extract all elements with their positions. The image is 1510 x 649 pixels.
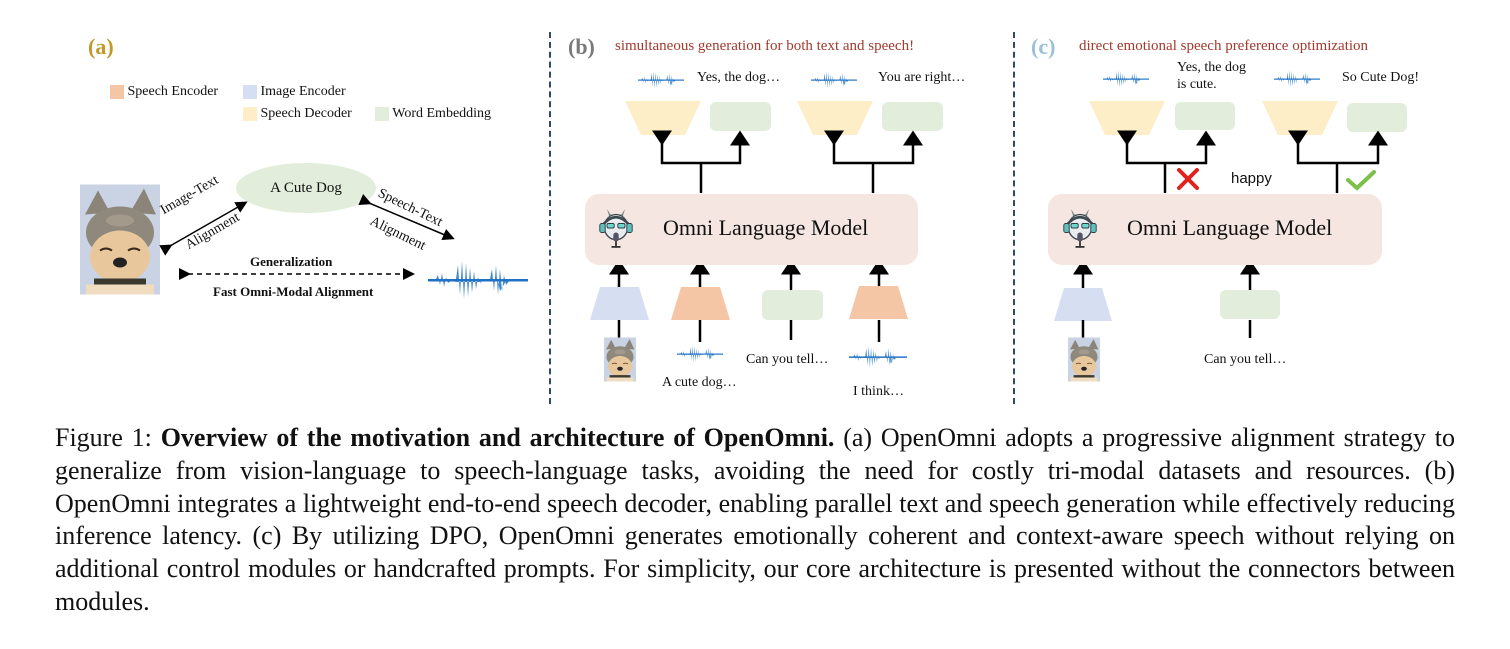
accept-check-icon bbox=[1346, 170, 1376, 191]
caption-prefix: Figure 1: bbox=[55, 423, 161, 452]
reject-x-icon bbox=[1177, 168, 1199, 190]
word-embedding-block bbox=[762, 290, 823, 320]
panel-a-arrows bbox=[159, 193, 455, 280]
caption-body: (a) OpenOmni adopts a progressive alignm… bbox=[55, 423, 1455, 616]
word-embedding-block bbox=[1175, 102, 1235, 130]
legend-swatch-speech-encoder bbox=[110, 84, 124, 99]
llama-mascot-icon bbox=[1062, 207, 1098, 250]
speech-text-arrow bbox=[358, 193, 455, 241]
word-embedding-block bbox=[1347, 103, 1407, 132]
output-waveform-icon bbox=[1274, 70, 1320, 88]
input-text-i-think: I think… bbox=[853, 384, 904, 399]
omni-language-model-block: Omni Language Model bbox=[585, 194, 918, 265]
image-encoder-block bbox=[590, 287, 649, 320]
panel-divider bbox=[549, 32, 551, 404]
panel-c-label: (c) bbox=[1031, 34, 1056, 59]
input-dog-image-icon bbox=[1068, 337, 1100, 382]
input-dog-image-icon bbox=[604, 337, 636, 382]
legend-swatch-image-encoder bbox=[243, 84, 257, 99]
legend-label: Speech Decoder bbox=[260, 106, 352, 121]
speech-decoder-block bbox=[625, 101, 701, 135]
input-waveform-icon bbox=[677, 345, 723, 363]
legend-swatch-speech-decoder bbox=[243, 106, 257, 121]
emotion-label: happy bbox=[1231, 170, 1272, 187]
panel-divider bbox=[1013, 32, 1015, 404]
panel-a-label: (a) bbox=[88, 34, 114, 59]
waveform-icon bbox=[428, 261, 528, 299]
input-text-can-you-tell: Can you tell… bbox=[1204, 352, 1287, 367]
output-waveform-icon bbox=[811, 71, 857, 89]
legend-label: Image Encoder bbox=[260, 84, 346, 99]
legend-label: Speech Encoder bbox=[127, 84, 219, 99]
image-text-arrow bbox=[159, 201, 248, 256]
panel-c-input-lines bbox=[1081, 320, 1252, 338]
output-waveform-icon bbox=[638, 71, 684, 89]
omni-language-model-block: Omni Language Model bbox=[1048, 194, 1382, 265]
llama-mascot-icon bbox=[598, 207, 634, 250]
model-label: Omni Language Model bbox=[1127, 215, 1333, 240]
panel-b-label: (b) bbox=[568, 34, 595, 59]
model-label: Omni Language Model bbox=[663, 215, 869, 240]
input-text-can-you-tell: Can you tell… bbox=[746, 352, 829, 367]
output-text-2: You are right… bbox=[878, 70, 966, 85]
legend-label: Word Embedding bbox=[392, 106, 492, 121]
legend-speech-decoder: Speech Decoder bbox=[243, 106, 352, 122]
input-text-a-cute-dog: A cute dog… bbox=[662, 375, 737, 390]
legend-image-encoder: Image Encoder bbox=[243, 84, 346, 100]
output-text-rejected-line1: Yes, the dog bbox=[1177, 60, 1246, 75]
legend-speech-encoder: Speech Encoder bbox=[110, 84, 218, 100]
panel-c-connectors bbox=[1073, 130, 1388, 290]
panel-c-title: direct emotional speech preference optim… bbox=[1079, 38, 1369, 54]
fast-omni-modal-label: Fast Omni-Modal Alignment bbox=[213, 284, 374, 299]
center-node-ellipse: A Cute Dog bbox=[236, 163, 376, 213]
image-encoder-block bbox=[1054, 288, 1112, 321]
speech-encoder-block bbox=[849, 286, 908, 319]
speech-decoder-block bbox=[1089, 101, 1165, 135]
word-embedding-block bbox=[882, 102, 943, 131]
speech-encoder-block bbox=[671, 287, 730, 320]
word-embedding-block bbox=[710, 102, 771, 131]
word-embedding-block bbox=[1220, 290, 1280, 319]
center-node-label: A Cute Dog bbox=[270, 179, 342, 196]
speech-decoder-block bbox=[1262, 101, 1338, 135]
output-text-1: Yes, the dog… bbox=[697, 70, 780, 85]
legend-swatch-word-embedding bbox=[375, 106, 389, 121]
input-waveform-icon bbox=[849, 345, 907, 369]
figure-caption: Figure 1: Overview of the motivation and… bbox=[55, 422, 1455, 619]
output-text-chosen: So Cute Dog! bbox=[1342, 70, 1419, 85]
legend-word-embedding: Word Embedding bbox=[375, 106, 491, 122]
generalization-label: Generalization bbox=[250, 254, 333, 269]
speech-decoder-block bbox=[797, 101, 873, 135]
output-text-rejected-line2: is cute. bbox=[1177, 77, 1217, 92]
caption-bold-title: Overview of the motivation and architect… bbox=[160, 423, 835, 452]
output-waveform-icon bbox=[1103, 70, 1149, 88]
panel-b-title: simultaneous generation for both text an… bbox=[615, 38, 915, 54]
